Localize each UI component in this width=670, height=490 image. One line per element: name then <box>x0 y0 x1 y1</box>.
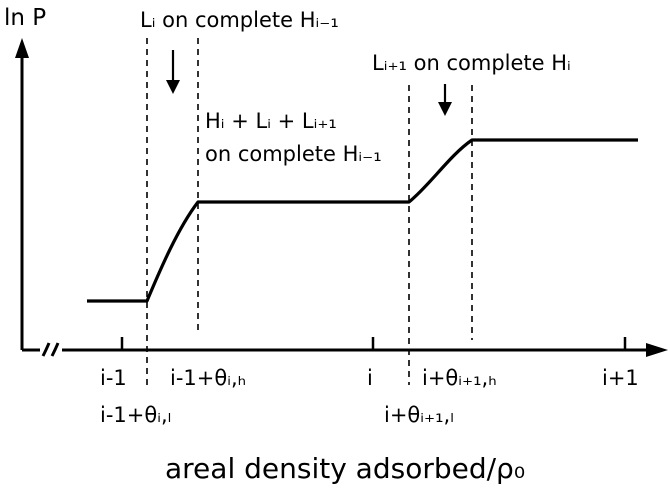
tick-label-i-theta-l: i+θᵢ₊₁,ₗ <box>384 403 454 427</box>
axis-break-mark <box>41 342 51 357</box>
tick-label-i-minus-1-theta-h: i-1+θᵢ,ₕ <box>170 366 246 390</box>
right-step-label: Lᵢ₊₁ on complete Hᵢ <box>372 51 571 75</box>
tick-label-i-minus-1: i-1 <box>100 366 127 390</box>
middle-label-line2: on complete Hᵢ₋₁ <box>205 142 382 166</box>
y-axis-arrowhead <box>15 38 29 58</box>
right-step-arrowhead <box>438 102 452 116</box>
tick-label-i-plus-1: i+1 <box>602 366 639 390</box>
x-axis-label: areal density adsorbed/ρ₀ <box>165 452 525 485</box>
left-step-arrowhead <box>166 80 180 94</box>
isotherm-curve <box>87 138 638 303</box>
tick-label-i-minus-1-theta-l: i-1+θᵢ,ₗ <box>100 403 171 427</box>
tick-label-i-theta-h: i+θᵢ₊₁,ₕ <box>422 366 497 390</box>
axis-break-mark <box>50 342 60 357</box>
tick-label-i: i <box>367 366 373 390</box>
middle-label-line1: Hᵢ + Lᵢ + Lᵢ₊₁ <box>205 109 337 133</box>
y-axis-label: ln P <box>4 5 46 31</box>
left-step-label: Lᵢ on complete Hᵢ₋₁ <box>140 8 339 32</box>
x-axis-arrowhead <box>646 343 668 357</box>
